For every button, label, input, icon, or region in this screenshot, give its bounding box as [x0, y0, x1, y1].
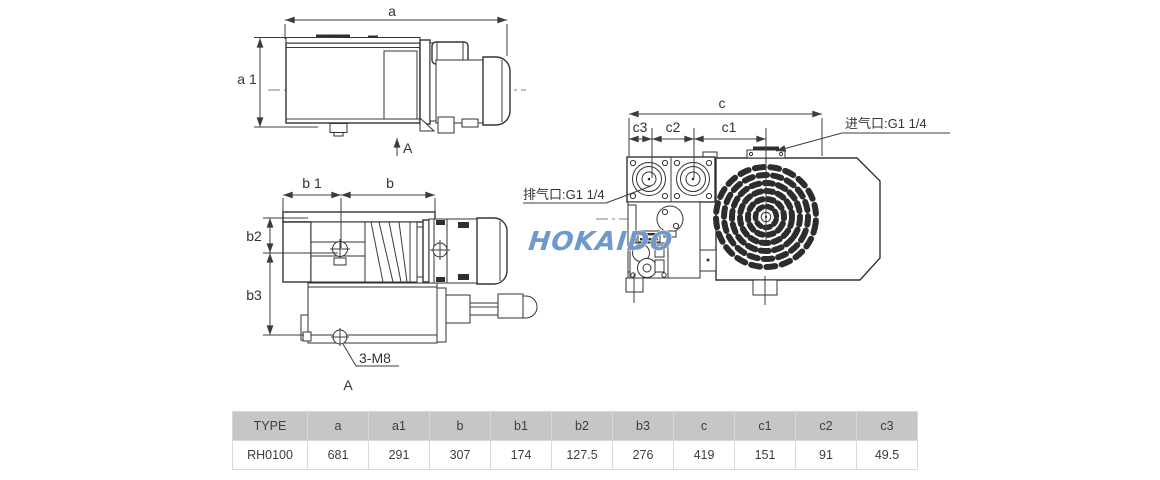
dim-label-b1: b 1 [302, 175, 322, 191]
spec-header-b: b [429, 411, 491, 441]
dim-label-c3: c3 [633, 119, 648, 135]
spec-header-c1: c1 [734, 411, 796, 441]
outlet-callout: 排气口:G1 1/4 [523, 185, 652, 204]
spec-value-c2: 91 [795, 440, 857, 470]
spec-header-b3: b3 [612, 411, 674, 441]
spec-value-b3: 276 [612, 440, 674, 470]
mounting-feet [625, 274, 778, 305]
spec-header-c3: c3 [856, 411, 918, 441]
dim-b1-b: b 1 b [282, 175, 436, 248]
bolt-spec-label: 3-M8 [359, 350, 391, 366]
spec-header-a: a [307, 411, 369, 441]
spec-header-a1: a1 [368, 411, 430, 441]
dim-label-c1: c1 [722, 119, 737, 135]
top-view: b 1 b b2 b3 3-M8 A [246, 175, 538, 393]
dim-c3-c2-c1: c3 c2 c1 [628, 119, 767, 240]
spec-value-b1: 174 [490, 440, 552, 470]
spec-value-type: RH0100 [232, 440, 308, 470]
dim-label-b3: b3 [246, 287, 262, 303]
top-cover-plate [282, 211, 436, 223]
dim-label-b2: b2 [246, 228, 262, 244]
motor-top [422, 217, 508, 285]
pump-front-components [627, 201, 701, 279]
flange-bolt [330, 239, 350, 266]
spec-value-b2: 127.5 [551, 440, 613, 470]
spec-value-c1: 151 [734, 440, 796, 470]
dim-a1: a 1 [237, 37, 332, 128]
spec-header-b2: b2 [551, 411, 613, 441]
drain-fitting [329, 123, 348, 133]
side-grille [383, 50, 418, 120]
exhaust-port-plate [626, 156, 716, 203]
spec-header-b1: b1 [490, 411, 552, 441]
inlet-callout: 进气口:G1 1/4 [775, 116, 950, 152]
front-view: c c3 c2 c1 进气口:G1 1/4 排气口:G1 1/4 [523, 95, 950, 305]
spec-value-row: RH0100 681 291 307 174 127.5 276 419 151… [232, 440, 918, 470]
motor-side [419, 39, 511, 134]
motor-fins-side [435, 59, 484, 124]
section-arrow-label: A [403, 140, 413, 156]
spec-header-type: TYPE [232, 411, 308, 441]
spec-value-c: 419 [673, 440, 735, 470]
view-a-label: A [343, 377, 353, 393]
fan-grille [713, 164, 819, 270]
spec-header-c2: c2 [795, 411, 857, 441]
exhaust-port-1 [632, 162, 666, 196]
spec-header-c: c [673, 411, 735, 441]
spec-table: TYPE a a1 b b1 b2 b3 c c1 c2 c3 RH0100 6… [232, 411, 918, 470]
spec-value-b: 307 [429, 440, 491, 470]
spec-value-a1: 291 [368, 440, 430, 470]
dim-label-a: a [388, 3, 396, 19]
side-view: a a 1 A [237, 3, 526, 156]
dim-label-a1: a 1 [237, 71, 257, 87]
spec-value-c3: 49.5 [856, 440, 918, 470]
exhaust-port-2 [676, 162, 710, 196]
dim-label-c: c [719, 95, 726, 111]
inlet-port-label: 进气口:G1 1/4 [845, 116, 927, 131]
outlet-port-label: 排气口:G1 1/4 [523, 187, 605, 202]
spec-header-row: TYPE a a1 b b1 b2 b3 c c1 c2 c3 [232, 411, 918, 441]
oil-filler-ribs [497, 293, 524, 319]
lower-pump-body [300, 282, 538, 346]
spec-value-a: 681 [307, 440, 369, 470]
dim-b2-b3: b2 b3 [246, 217, 338, 336]
dim-label-b: b [386, 175, 394, 191]
brand-watermark: HOKAIDO [527, 227, 675, 257]
dim-label-c2: c2 [666, 119, 681, 135]
bolt-callout: 3-M8 [342, 343, 399, 367]
dim-a: a [284, 3, 508, 56]
section-arrow: A [393, 137, 413, 156]
